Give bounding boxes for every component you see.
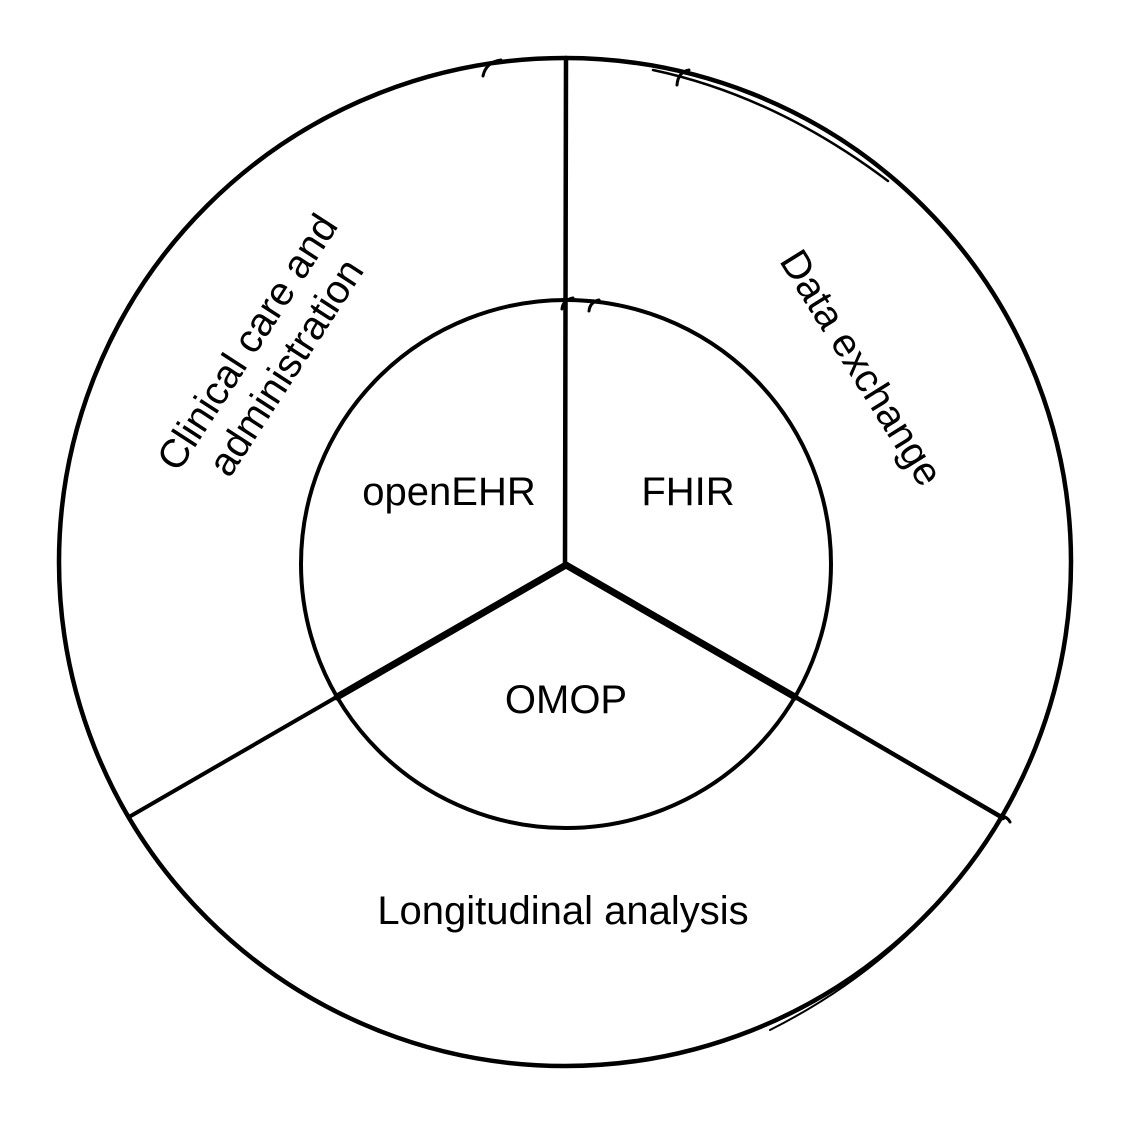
- inner-sector-label-fhir: FHIR: [641, 470, 735, 514]
- divider-lower-right-inner: [562, 561, 799, 701]
- outer-circle-overlap-stroke: [651, 68, 890, 183]
- stroke-hook: [481, 58, 503, 78]
- stroke-hook: [996, 813, 1012, 824]
- inner-sector-label-omop: OMOP: [504, 678, 628, 722]
- stroke-hook: [675, 68, 691, 87]
- divider-top: [562, 55, 569, 569]
- outer-sector-label-longitudinal-analysis: Longitudinal analysis: [377, 889, 749, 933]
- divider-lower-left-inner: [333, 561, 570, 701]
- stroke-hook: [587, 298, 601, 313]
- divider-lower-right-outer: [789, 692, 1006, 821]
- outer-circle-overlap-stroke-2: [769, 846, 983, 1031]
- divider-lower-left-outer: [127, 693, 342, 819]
- inner-sector-label-openehr: openEHR: [362, 470, 536, 514]
